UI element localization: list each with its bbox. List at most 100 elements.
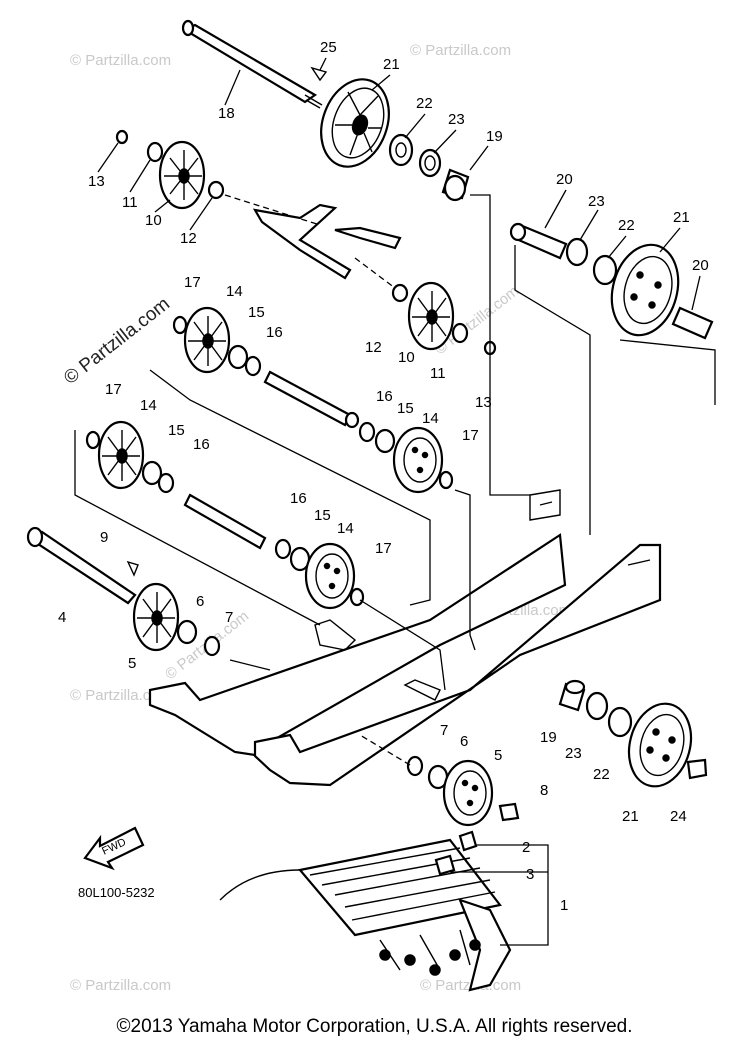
pin-9 (126, 560, 139, 577)
callout-21-lower: 21 (622, 808, 639, 825)
callout-24: 24 (670, 808, 687, 825)
spacer-23-top (418, 148, 442, 178)
callout-9: 9 (100, 529, 108, 546)
collar-7-right (406, 755, 424, 777)
callout-leaders (97, 57, 701, 311)
callout-14-left: 14 (140, 397, 157, 414)
axle-shaft-middle (263, 370, 360, 429)
collar-19-top (441, 168, 470, 202)
callout-3: 3 (526, 866, 534, 883)
callout-12-right: 12 (365, 339, 382, 356)
nut-8 (498, 802, 520, 822)
callout-16-upper: 16 (266, 324, 283, 341)
fwd-arrow-icon: FWD (83, 826, 145, 871)
bearing-15-mid (374, 428, 396, 454)
collar-11-right (451, 322, 469, 344)
slide-rail-frame (148, 489, 662, 787)
callout-19-top: 19 (486, 128, 503, 145)
callout-4: 4 (58, 609, 66, 626)
callout-5-right: 5 (494, 747, 502, 764)
callout-15-left: 15 (168, 422, 185, 439)
wheel-21-lower (627, 702, 693, 788)
callout-6-left: 6 (196, 593, 204, 610)
spacer-23-lower (585, 691, 609, 721)
callout-10-right: 10 (398, 349, 415, 366)
wheel-10-top-left (158, 140, 206, 210)
axle-shaft-lower (183, 493, 267, 550)
callout-18: 18 (218, 105, 235, 122)
callout-8: 8 (540, 782, 548, 799)
collar-16-upper (244, 355, 262, 377)
watermark: © Partzilla.com (70, 687, 171, 704)
callout-6-right: 6 (460, 733, 468, 750)
wheel-21-top (320, 78, 390, 168)
callout-11-left: 11 (122, 194, 138, 211)
wheel-14-lower-right (304, 542, 356, 610)
callout-5-left: 5 (128, 655, 136, 672)
callout-23-top: 23 (448, 111, 465, 128)
rear-axle-18 (181, 19, 323, 109)
track-1 (219, 838, 512, 992)
bearing-22-right (592, 254, 618, 286)
callout-10-left: 10 (145, 212, 162, 229)
wheel-5-right (442, 759, 494, 827)
callout-16-left: 16 (193, 436, 210, 453)
callout-15-lower: 15 (314, 507, 331, 524)
collar-16-lower (274, 538, 292, 560)
bearing-22-lower (607, 706, 633, 738)
nut-17-lower (349, 587, 365, 607)
nut-12-top (207, 180, 225, 200)
callout-11-right: 11 (430, 365, 446, 382)
wheel-10-top-right (407, 281, 455, 351)
callout-labels: 1 2 3 4 5 5 6 6 7 7 8 9 10 10 11 11 12 1… (58, 39, 709, 914)
clip-3 (434, 854, 456, 876)
watermark: © Partzilla.com (70, 977, 171, 994)
callout-2: 2 (522, 839, 530, 856)
callout-17-upper: 17 (184, 274, 201, 291)
collar-20-upper (509, 222, 568, 260)
callout-16-mid: 16 (376, 388, 393, 405)
callout-17-mid: 17 (462, 427, 479, 444)
callout-14-upper: 14 (226, 283, 243, 300)
bearing-15-left (141, 460, 163, 486)
spacer-23-right (565, 237, 589, 267)
wheel-21-right (610, 243, 680, 337)
bearing-6-left (176, 619, 198, 645)
nut-12-right (391, 283, 409, 303)
wheel-14-left (97, 420, 145, 490)
bearing-22-top (388, 133, 414, 167)
wheel-5-left (132, 582, 180, 652)
callout-15-upper: 15 (248, 304, 265, 321)
collar-20-lower (671, 306, 714, 340)
bolt-4 (26, 526, 137, 605)
callout-14-lower: 14 (337, 520, 354, 537)
callout-22-lower: 22 (593, 766, 610, 783)
collar-16-left (157, 472, 175, 494)
callout-7-right: 7 (440, 722, 448, 739)
nut-17-mid (438, 470, 454, 490)
callout-21-top: 21 (383, 56, 400, 73)
callout-17-left: 17 (105, 381, 122, 398)
collar-16-mid (358, 421, 376, 443)
wheel-14-mid-right (392, 426, 444, 494)
callout-20-lower: 20 (692, 257, 709, 274)
callout-20-upper: 20 (556, 171, 573, 188)
callout-14-mid: 14 (422, 410, 439, 427)
callout-13-left: 13 (88, 173, 105, 190)
watermark: © Partzilla.com (410, 42, 511, 59)
callout-21-right: 21 (673, 209, 690, 226)
callout-7-left: 7 (225, 609, 233, 626)
bearing-15-upper (227, 344, 249, 370)
clip-2 (458, 830, 478, 852)
wheel-14-upper (183, 306, 231, 374)
nut-17-left (85, 430, 101, 450)
collar-19-lower (558, 679, 586, 712)
callout-22-right: 22 (618, 217, 635, 234)
callout-13-right: 13 (475, 394, 492, 411)
callout-15-mid: 15 (397, 400, 414, 417)
copyright-footer: ©2013 Yamaha Motor Corporation, U.S.A. A… (116, 1016, 633, 1037)
nut-13-top (115, 129, 129, 145)
upper-idler-arm (252, 203, 402, 280)
callout-23-lower: 23 (565, 745, 582, 762)
